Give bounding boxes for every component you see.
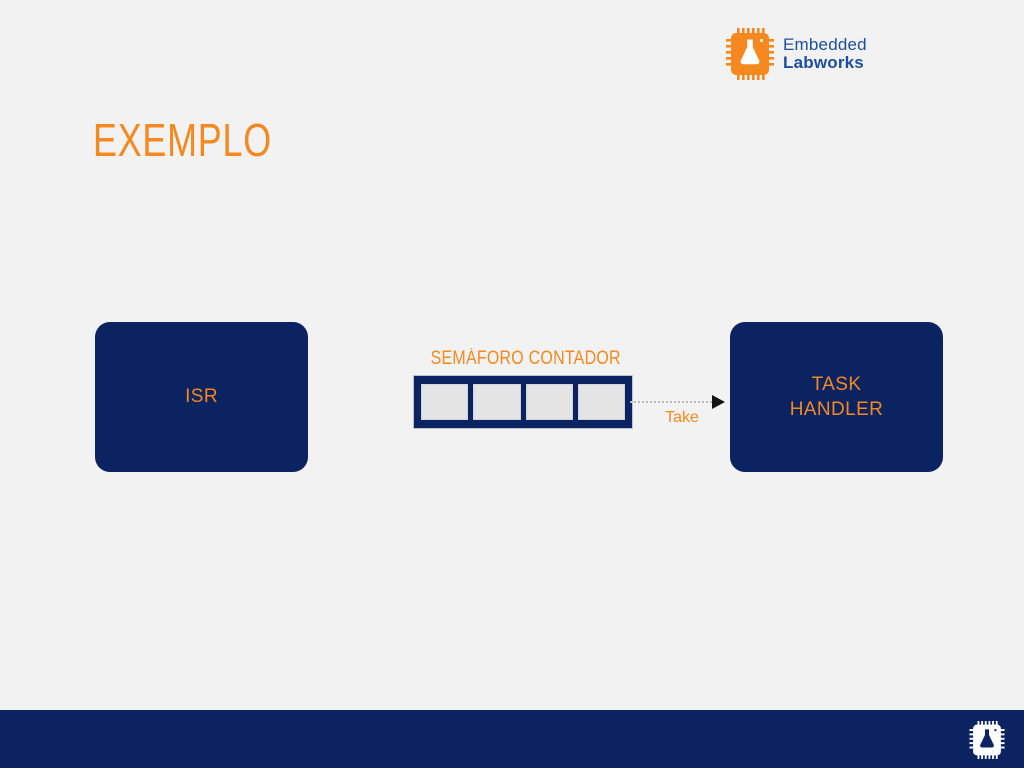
chip-flask-icon: [969, 721, 1005, 759]
task-handler-node: TASK HANDLER: [730, 322, 943, 472]
semaphore-slot: [473, 384, 521, 420]
chip-flask-icon: [726, 28, 774, 80]
semaphore-slot: [421, 384, 469, 420]
arrow-line: [630, 401, 712, 403]
task-handler-label-line-1: TASK: [811, 373, 862, 395]
take-arrow: [630, 392, 730, 412]
page-title: EXEMPLO: [93, 114, 272, 166]
isr-node-label: ISR: [185, 386, 218, 408]
footer-bar: [0, 710, 1024, 768]
arrow-head-icon: [712, 395, 725, 409]
semaphore-slot: [525, 384, 573, 420]
brand-line-1: Embedded: [783, 34, 867, 54]
brand-line-2: Labworks: [783, 53, 864, 72]
isr-node: ISR: [95, 322, 308, 472]
brand-logo: Embedded Labworks: [726, 28, 867, 80]
brand-wordmark: Embedded Labworks: [783, 34, 867, 73]
task-handler-label-line-2: HANDLER: [789, 399, 884, 420]
semaphore-label: SEMÁFORO CONTADOR: [430, 348, 621, 369]
take-arrow-label: Take: [665, 409, 699, 426]
semaphore-slot: [577, 384, 625, 420]
counting-semaphore-group: SEMÁFORO CONTADOR: [413, 348, 633, 429]
semaphore-frame: [413, 375, 633, 429]
